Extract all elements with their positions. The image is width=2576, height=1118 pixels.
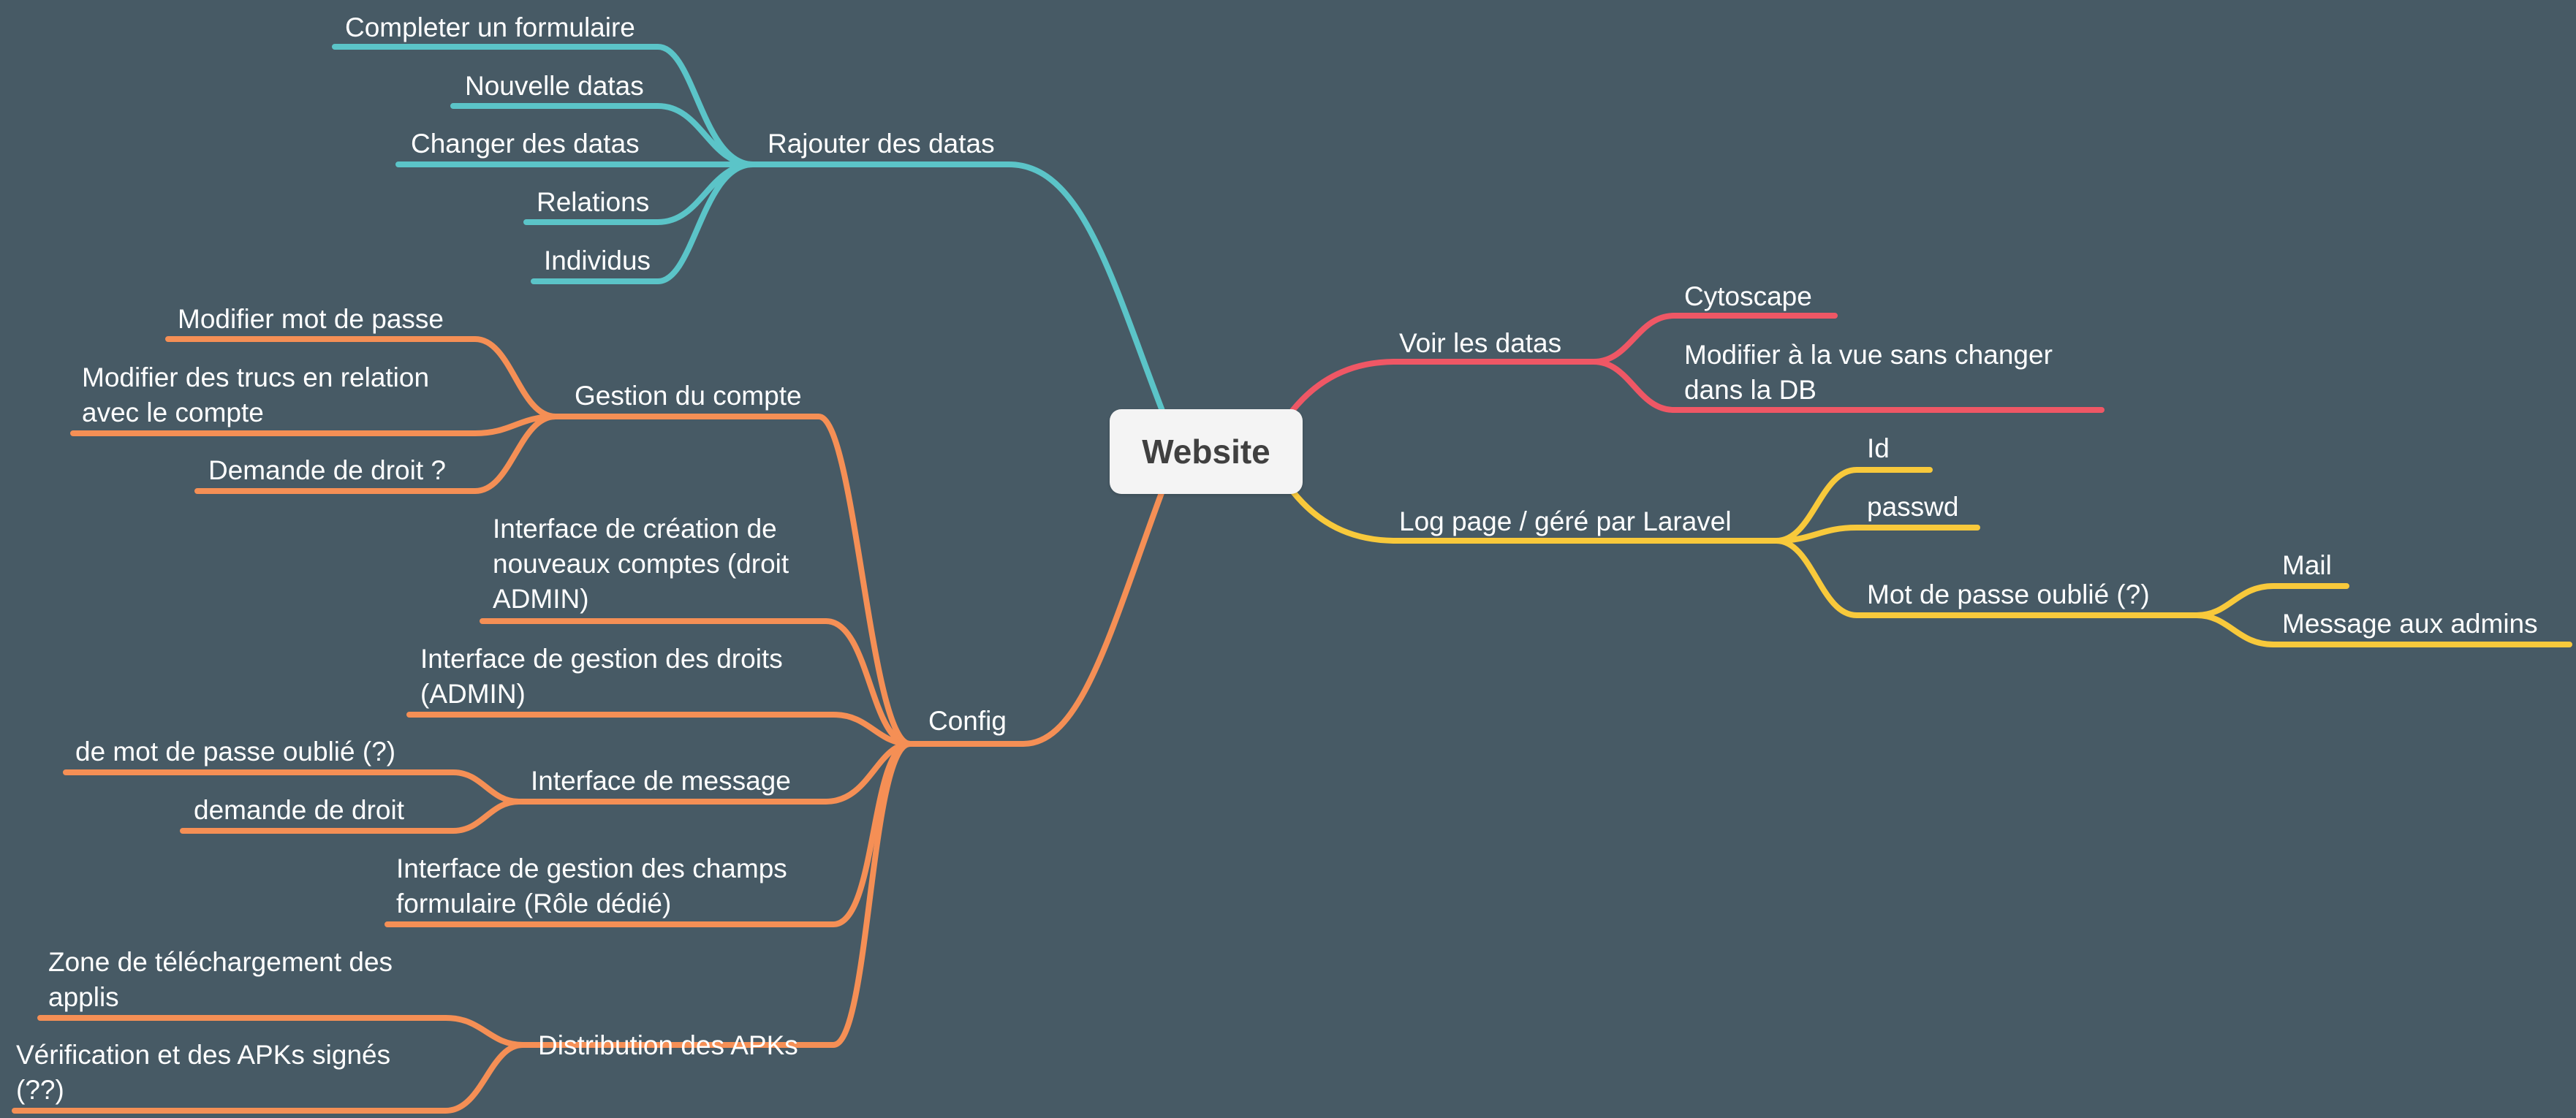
node-modifier-mot-de-passe[interactable]: Modifier mot de passe [178,304,444,334]
node-gestion-du-compte[interactable]: Gestion du compte [575,381,802,411]
node-mot-de-passe-oublie-message[interactable]: de mot de passe oublié (?) [75,737,396,767]
node-nouvelle-datas[interactable]: Nouvelle datas [465,71,644,101]
config-connectors [12,336,1165,1114]
node-cytoscape[interactable]: Cytoscape [1684,281,1812,311]
node-message-aux-admins[interactable]: Message aux admins [2282,609,2538,639]
node-modifier-a-la-vue[interactable]: Modifier à la vue sans changer dans la D… [1684,340,2053,405]
voir-connectors [1289,313,2105,414]
node-changer-des-datas[interactable]: Changer des datas [411,129,640,159]
node-mot-de-passe-oublie[interactable]: Mot de passe oublié (?) [1867,579,2150,609]
rajouter-connectors [332,44,1165,414]
node-completer-un-formulaire[interactable]: Completer un formulaire [345,12,635,42]
log-connectors [1289,467,2572,647]
node-distribution-des-apks[interactable]: Distribution des APKs [538,1030,798,1060]
node-zone-telechargement[interactable]: Zone de téléchargement des applis [48,947,393,1012]
root-node-website[interactable]: Website [1110,409,1303,494]
node-mail[interactable]: Mail [2282,550,2332,580]
node-voir-les-datas[interactable]: Voir les datas [1399,328,1562,358]
node-rajouter-des-datas[interactable]: Rajouter des datas [768,129,995,159]
node-individus[interactable]: Individus [544,246,651,275]
node-config[interactable]: Config [928,706,1007,736]
node-log-page[interactable]: Log page / géré par Laravel [1399,506,1732,536]
node-interface-gestion-champs[interactable]: Interface de gestion des champs formulai… [396,853,787,919]
node-interface-creation-comptes[interactable]: Interface de création de nouveaux compte… [493,514,789,614]
node-passwd[interactable]: passwd [1867,492,1959,522]
node-interface-gestion-droits[interactable]: Interface de gestion des droits (ADMIN) [420,644,783,709]
node-interface-de-message[interactable]: Interface de message [531,766,791,796]
node-demande-de-droit[interactable]: demande de droit [194,795,404,825]
node-id[interactable]: Id [1867,433,1890,463]
node-relations[interactable]: Relations [537,187,650,217]
node-modifier-des-trucs[interactable]: Modifier des trucs en relation avec le c… [82,362,430,427]
node-demande-de-droit-question[interactable]: Demande de droit ? [208,455,446,485]
node-verification-apks[interactable]: Vérification et des APKs signés (??) [16,1040,391,1105]
